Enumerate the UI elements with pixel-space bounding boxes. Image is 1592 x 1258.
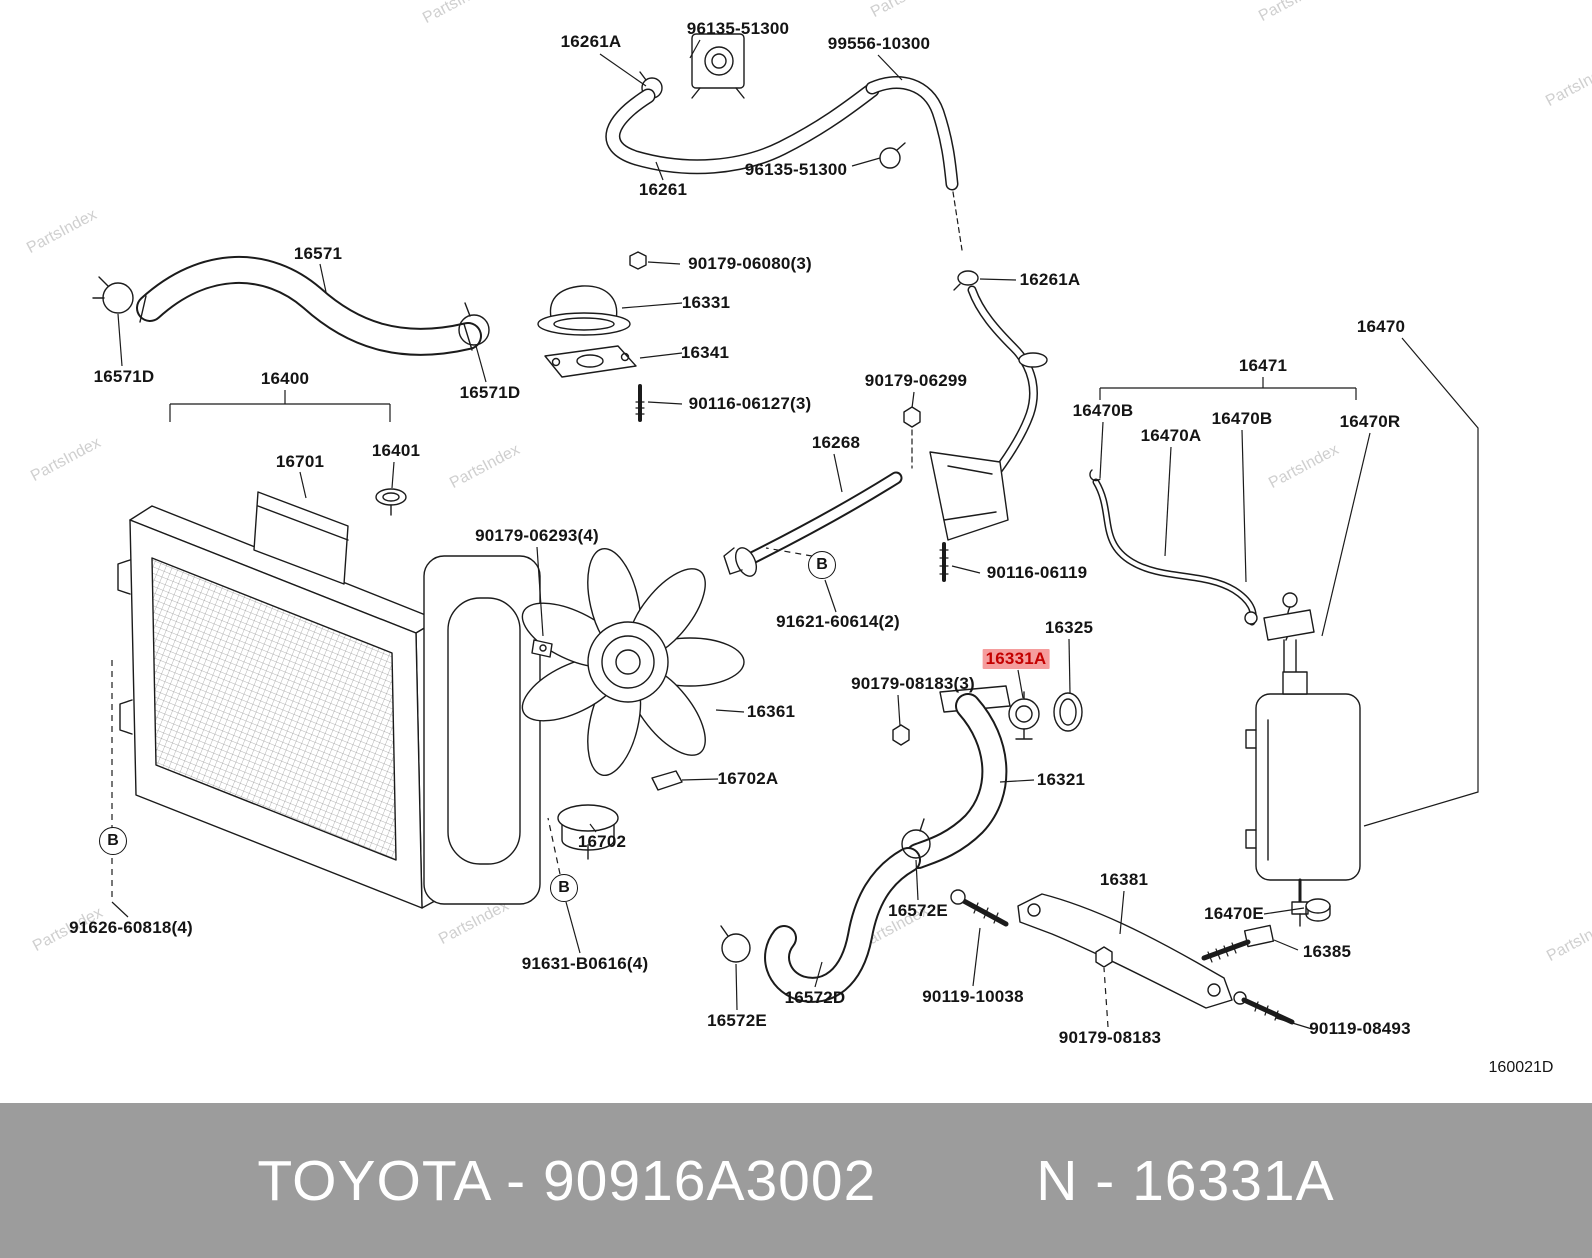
pipe-16268-drawing [723, 451, 1009, 582]
hose-16571-drawing [92, 256, 490, 356]
clip-90179-06293-drawing [531, 639, 553, 658]
hose-16261-drawing [605, 82, 880, 175]
valve-16385-drawing [1201, 924, 1275, 963]
hose-16321-drawing [720, 685, 1011, 1003]
clip-16702a-drawing [651, 770, 683, 791]
water-outlet-drawing [537, 251, 647, 422]
nut-90179-06299-drawing [903, 406, 921, 469]
fan-drawing [521, 547, 745, 777]
diagram-code: 160021D [1488, 1059, 1554, 1076]
fan-clutch-drawing [557, 804, 619, 860]
reservoir-tank-drawing [1245, 671, 1361, 927]
leader-lines [111, 39, 1479, 1030]
thermostat-drawing [892, 691, 1083, 746]
footer-part-number: N - 16331A [1036, 1148, 1335, 1213]
footer-banner: TOYOTA - 90916A3002 N - 16331A [0, 1103, 1592, 1258]
filler-neck-drawing [639, 33, 745, 99]
radiator-drawing [117, 505, 445, 909]
fan-shroud-drawing [423, 555, 541, 905]
upper-shroud-drawing [253, 488, 407, 585]
bracket-16381-drawing [950, 889, 1295, 1025]
hose-99556-drawing [865, 76, 1048, 521]
reservoir-hose-drawing [1089, 469, 1315, 695]
footer-brand-part: TOYOTA - 90916A3002 [257, 1148, 877, 1213]
